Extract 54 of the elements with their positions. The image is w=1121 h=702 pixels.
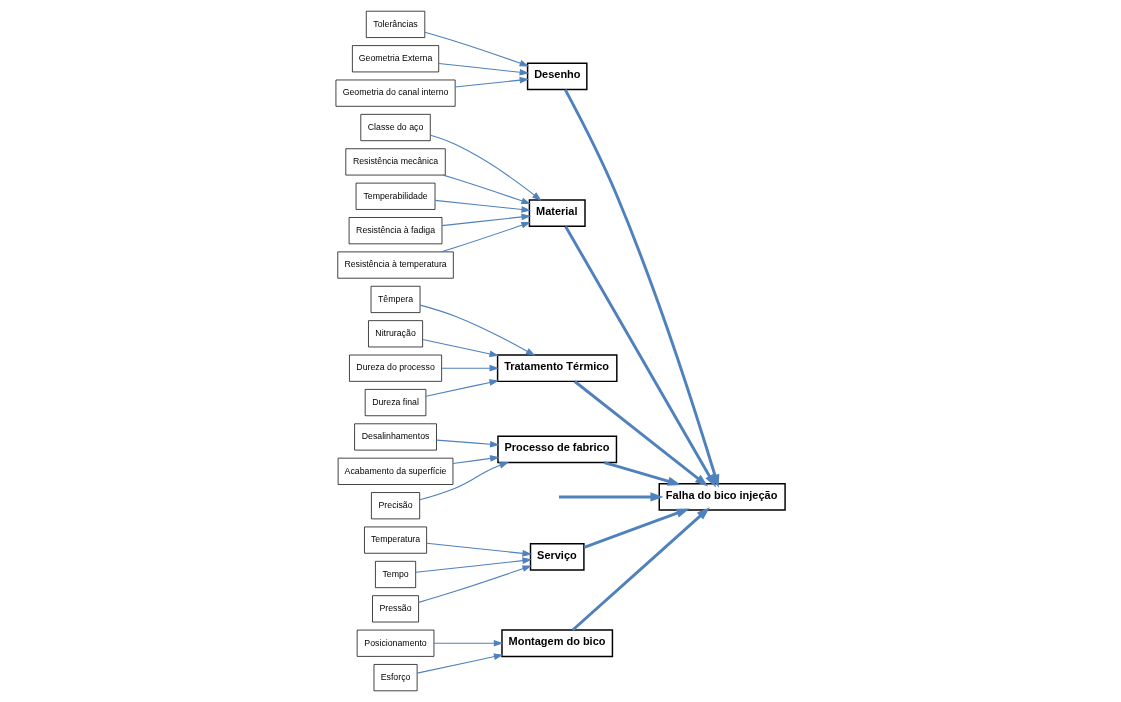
node-box: Montagem do bico — [501, 629, 614, 658]
arrow — [438, 62, 530, 76]
node-box: Têmpera — [370, 285, 421, 313]
arrow — [419, 304, 536, 356]
arrow — [564, 225, 716, 488]
arrow — [583, 508, 690, 549]
arrow — [419, 462, 509, 501]
node-box: Tratamento Térmico — [496, 354, 618, 383]
arrow — [416, 653, 504, 674]
arrow — [573, 380, 709, 487]
node-box: Dureza do processo — [349, 354, 442, 382]
arrow — [415, 557, 532, 573]
arrow — [424, 31, 530, 67]
node-box: Resistência à fadiga — [348, 217, 443, 245]
node-box: Processo de fabrico — [497, 435, 618, 464]
node-box: Desalinhamentos — [354, 423, 437, 451]
node-box: Acabamento da superfície — [337, 457, 454, 485]
node-box: Desenho — [526, 62, 588, 91]
node-box: Serviço — [529, 543, 585, 571]
node-box: Tempo — [375, 560, 417, 588]
arrow — [425, 379, 499, 397]
arrow — [452, 455, 500, 465]
node-box: Esforço — [373, 664, 418, 692]
node-box: Tolerâncias — [365, 10, 426, 38]
node-box: Nitruração — [368, 320, 423, 348]
node-box: Material — [528, 199, 586, 227]
arrow — [454, 76, 530, 88]
arrow — [603, 461, 681, 486]
arrow — [436, 439, 500, 448]
node-box: Geometria do canal interno — [335, 79, 456, 107]
node-box: Falha do bico injeção — [658, 483, 786, 511]
arrow — [571, 507, 710, 632]
arrow — [430, 134, 542, 201]
arrow — [418, 565, 532, 603]
node-box: Temperatura — [364, 526, 427, 554]
node-box: Pressão — [372, 595, 419, 623]
arrow — [433, 639, 504, 647]
arrow — [440, 222, 531, 253]
node-box: Posicionamento — [356, 629, 435, 657]
arrow — [559, 492, 664, 502]
node-box: Classe do aço — [360, 114, 431, 142]
arrow — [441, 364, 500, 372]
arrow — [441, 213, 532, 227]
arrow — [563, 88, 720, 488]
arrow — [442, 174, 531, 205]
node-box: Resistência à temperatura — [337, 251, 454, 279]
arrow — [426, 542, 532, 557]
node-box: Temperabilidade — [355, 182, 436, 210]
node-box: Resistência mecânica — [345, 148, 446, 176]
node-box: Precisão — [371, 492, 421, 520]
arrow — [422, 338, 499, 358]
node-box: Geometria Externa — [352, 45, 440, 73]
arrow — [434, 199, 531, 213]
node-box: Dureza final — [364, 389, 427, 417]
